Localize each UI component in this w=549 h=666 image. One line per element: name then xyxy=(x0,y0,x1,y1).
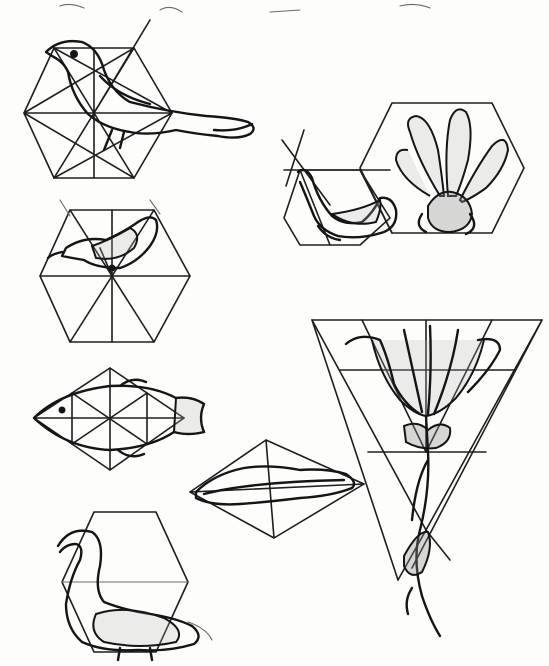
hexagon-grid xyxy=(24,20,172,178)
fish-in-rhombus xyxy=(34,368,204,470)
rhombus-grid xyxy=(34,368,184,470)
swan-in-hexagon xyxy=(58,512,212,660)
bird-icon xyxy=(48,217,157,271)
flower-icon xyxy=(396,109,508,234)
tulip-in-triangle xyxy=(312,320,542,636)
swan-icon xyxy=(58,531,212,660)
duck-and-flower-hexagons xyxy=(282,103,524,245)
leaf-in-rhombus xyxy=(190,440,364,538)
rhombus-grid xyxy=(190,440,364,538)
paper-marks xyxy=(60,4,430,12)
bird-on-half-hexagon xyxy=(40,200,190,342)
bird-icon xyxy=(46,41,254,150)
bird-in-hexagon xyxy=(24,20,254,178)
tulip-icon xyxy=(346,326,500,636)
hexagon-grid xyxy=(40,200,190,342)
